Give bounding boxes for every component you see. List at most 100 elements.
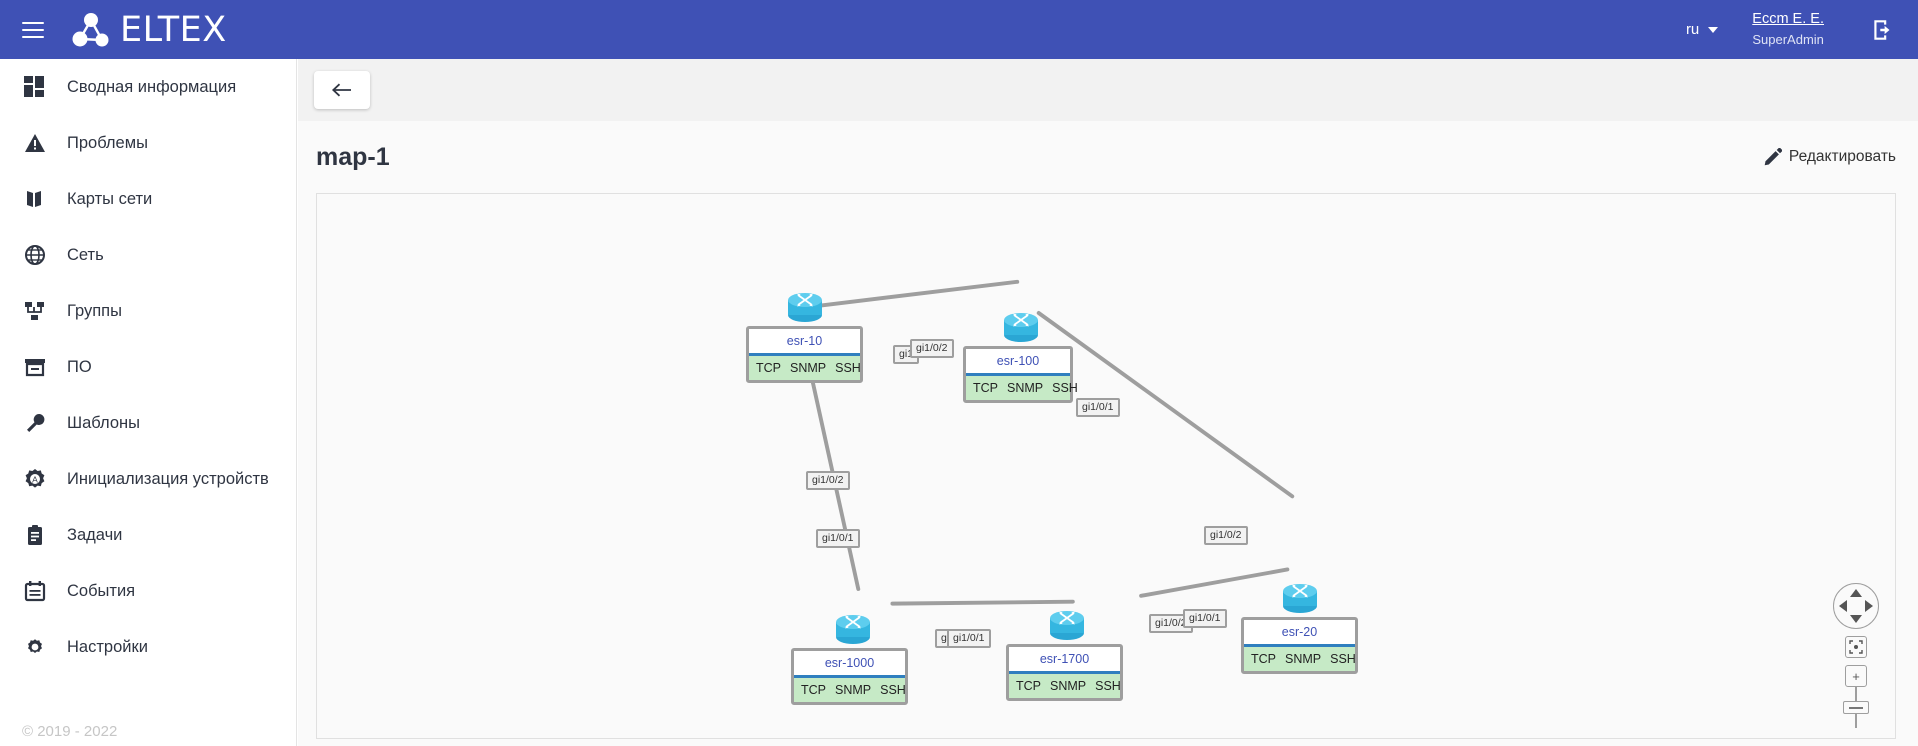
- warning-triangle-icon: [22, 130, 48, 156]
- hamburger-icon[interactable]: [22, 21, 44, 38]
- sidebar-item-device-init[interactable]: A Инициализация устройств: [0, 451, 296, 507]
- link-label[interactable]: gi1/0/2: [1204, 526, 1248, 545]
- globe-icon: [22, 242, 48, 268]
- node-name: esr-20: [1244, 623, 1355, 647]
- link-label[interactable]: gi1/0/1: [1076, 398, 1120, 417]
- protocol-badge: SSH: [880, 683, 906, 697]
- zoom-slider-handle[interactable]: [1843, 701, 1869, 714]
- sidebar-item-network[interactable]: Сеть: [0, 227, 296, 283]
- app-header: ELTEX ru Eccm E. E. SuperAdmin: [0, 0, 1918, 59]
- link-edge: [890, 599, 1075, 606]
- protocol-badge: SSH: [835, 361, 861, 375]
- link-label[interactable]: gi1/0/2: [910, 339, 954, 358]
- protocol-badge: SSH: [1330, 652, 1356, 666]
- pan-right-icon[interactable]: [1865, 600, 1873, 612]
- sidebar-item-network-maps[interactable]: Карты сети: [0, 171, 296, 227]
- protocol-badge: TCP: [973, 381, 998, 395]
- user-name[interactable]: Eccm E. E.: [1752, 11, 1824, 27]
- sidebar-item-label: Группы: [67, 301, 122, 320]
- sidebar-item-settings[interactable]: Настройки: [0, 619, 296, 675]
- sidebar-item-label: Сеть: [67, 245, 104, 264]
- protocol-badge: TCP: [1016, 679, 1041, 693]
- link-label[interactable]: gi1/0/1: [816, 529, 860, 548]
- pan-down-icon[interactable]: [1850, 615, 1862, 623]
- chevron-down-icon: [1708, 26, 1719, 33]
- sidebar-item-label: Карты сети: [67, 189, 153, 208]
- link-label[interactable]: gi1/0/1: [947, 629, 991, 648]
- protocol-badge: SSH: [1095, 679, 1121, 693]
- link-edge: [1036, 311, 1295, 499]
- sidebar-item-label: Сводная информация: [67, 77, 237, 96]
- back-button[interactable]: [314, 71, 370, 109]
- sidebar-item-summary[interactable]: Сводная информация: [0, 59, 296, 115]
- wrench-icon: [22, 410, 48, 436]
- node-name: esr-100: [966, 352, 1070, 376]
- sidebar-item-label: Шаблоны: [67, 413, 140, 432]
- protocol-badge: SNMP: [835, 683, 872, 697]
- language-selector[interactable]: ru: [1685, 21, 1719, 38]
- protocol-badge: TCP: [1251, 652, 1276, 666]
- sidebar-item-problems[interactable]: Проблемы: [0, 115, 296, 171]
- sidebar-item-software[interactable]: ПО: [0, 339, 296, 395]
- calendar-icon: [22, 578, 48, 604]
- edit-button[interactable]: Редактировать: [1764, 148, 1896, 166]
- pan-dpad[interactable]: [1833, 583, 1879, 629]
- sidebar-item-templates[interactable]: Шаблоны: [0, 395, 296, 451]
- link-label[interactable]: gi1/0/2: [806, 471, 850, 490]
- router-icon-esr-1000[interactable]: [831, 610, 875, 646]
- header-actions: ru Eccm E. E. SuperAdmin: [1686, 10, 1918, 49]
- router-icon-esr-100[interactable]: [999, 308, 1043, 344]
- dashboard-icon: [22, 74, 48, 100]
- copyright-text: © 2019 - 2022: [22, 723, 118, 740]
- pencil-icon: [1764, 148, 1782, 166]
- zoom-slider-track[interactable]: [1855, 687, 1857, 701]
- brand-logo[interactable]: ELTEX: [72, 10, 227, 50]
- logout-icon[interactable]: [1870, 17, 1896, 43]
- page-header: map-1 Редактировать: [298, 121, 1918, 193]
- sidebar-nav: Сводная информация Проблемы Карты сети: [0, 59, 297, 746]
- fit-to-screen-icon[interactable]: [1845, 636, 1867, 658]
- pan-up-icon[interactable]: [1850, 589, 1862, 597]
- archive-box-icon: [22, 354, 48, 380]
- language-value: ru: [1685, 21, 1700, 38]
- edit-button-label: Редактировать: [1788, 148, 1896, 165]
- user-menu[interactable]: Eccm E. E. SuperAdmin: [1752, 10, 1824, 49]
- sidebar-item-label: ПО: [67, 357, 92, 376]
- router-icon-esr-10[interactable]: [783, 288, 827, 324]
- protocol-badge: SNMP: [1050, 679, 1087, 693]
- clipboard-icon: [22, 522, 48, 548]
- sidebar-item-events[interactable]: События: [0, 563, 296, 619]
- sitemap-icon: [22, 298, 48, 324]
- sidebar-item-groups[interactable]: Группы: [0, 283, 296, 339]
- protocol-badge: TCP: [756, 361, 781, 375]
- content-toolbar: [298, 59, 1918, 121]
- map-controls: +: [1833, 583, 1879, 728]
- zoom-in-button[interactable]: +: [1845, 665, 1867, 687]
- main-content: map-1 Редактировать: [298, 59, 1918, 746]
- brand-name: ELTEX: [120, 9, 227, 50]
- pan-left-icon[interactable]: [1839, 600, 1847, 612]
- protocol-badge: TCP: [801, 683, 826, 697]
- node-name: esr-1700: [1009, 650, 1120, 674]
- sidebar-item-tasks[interactable]: Задачи: [0, 507, 296, 563]
- gear-icon: [22, 634, 48, 660]
- zoom-slider-track-lower[interactable]: [1855, 714, 1857, 728]
- map-icon: [22, 186, 48, 212]
- node-name: esr-1000: [794, 654, 905, 678]
- svg-text:A: A: [32, 475, 38, 485]
- eltex-mark-icon: [72, 12, 109, 46]
- user-role: SuperAdmin: [1752, 32, 1824, 47]
- link-label[interactable]: gi1/0/1: [1183, 609, 1227, 628]
- link-label[interactable]: gi1/0/2: [1149, 614, 1193, 633]
- router-icon-esr-1700[interactable]: [1045, 606, 1089, 642]
- router-icon-esr-20[interactable]: [1278, 579, 1322, 615]
